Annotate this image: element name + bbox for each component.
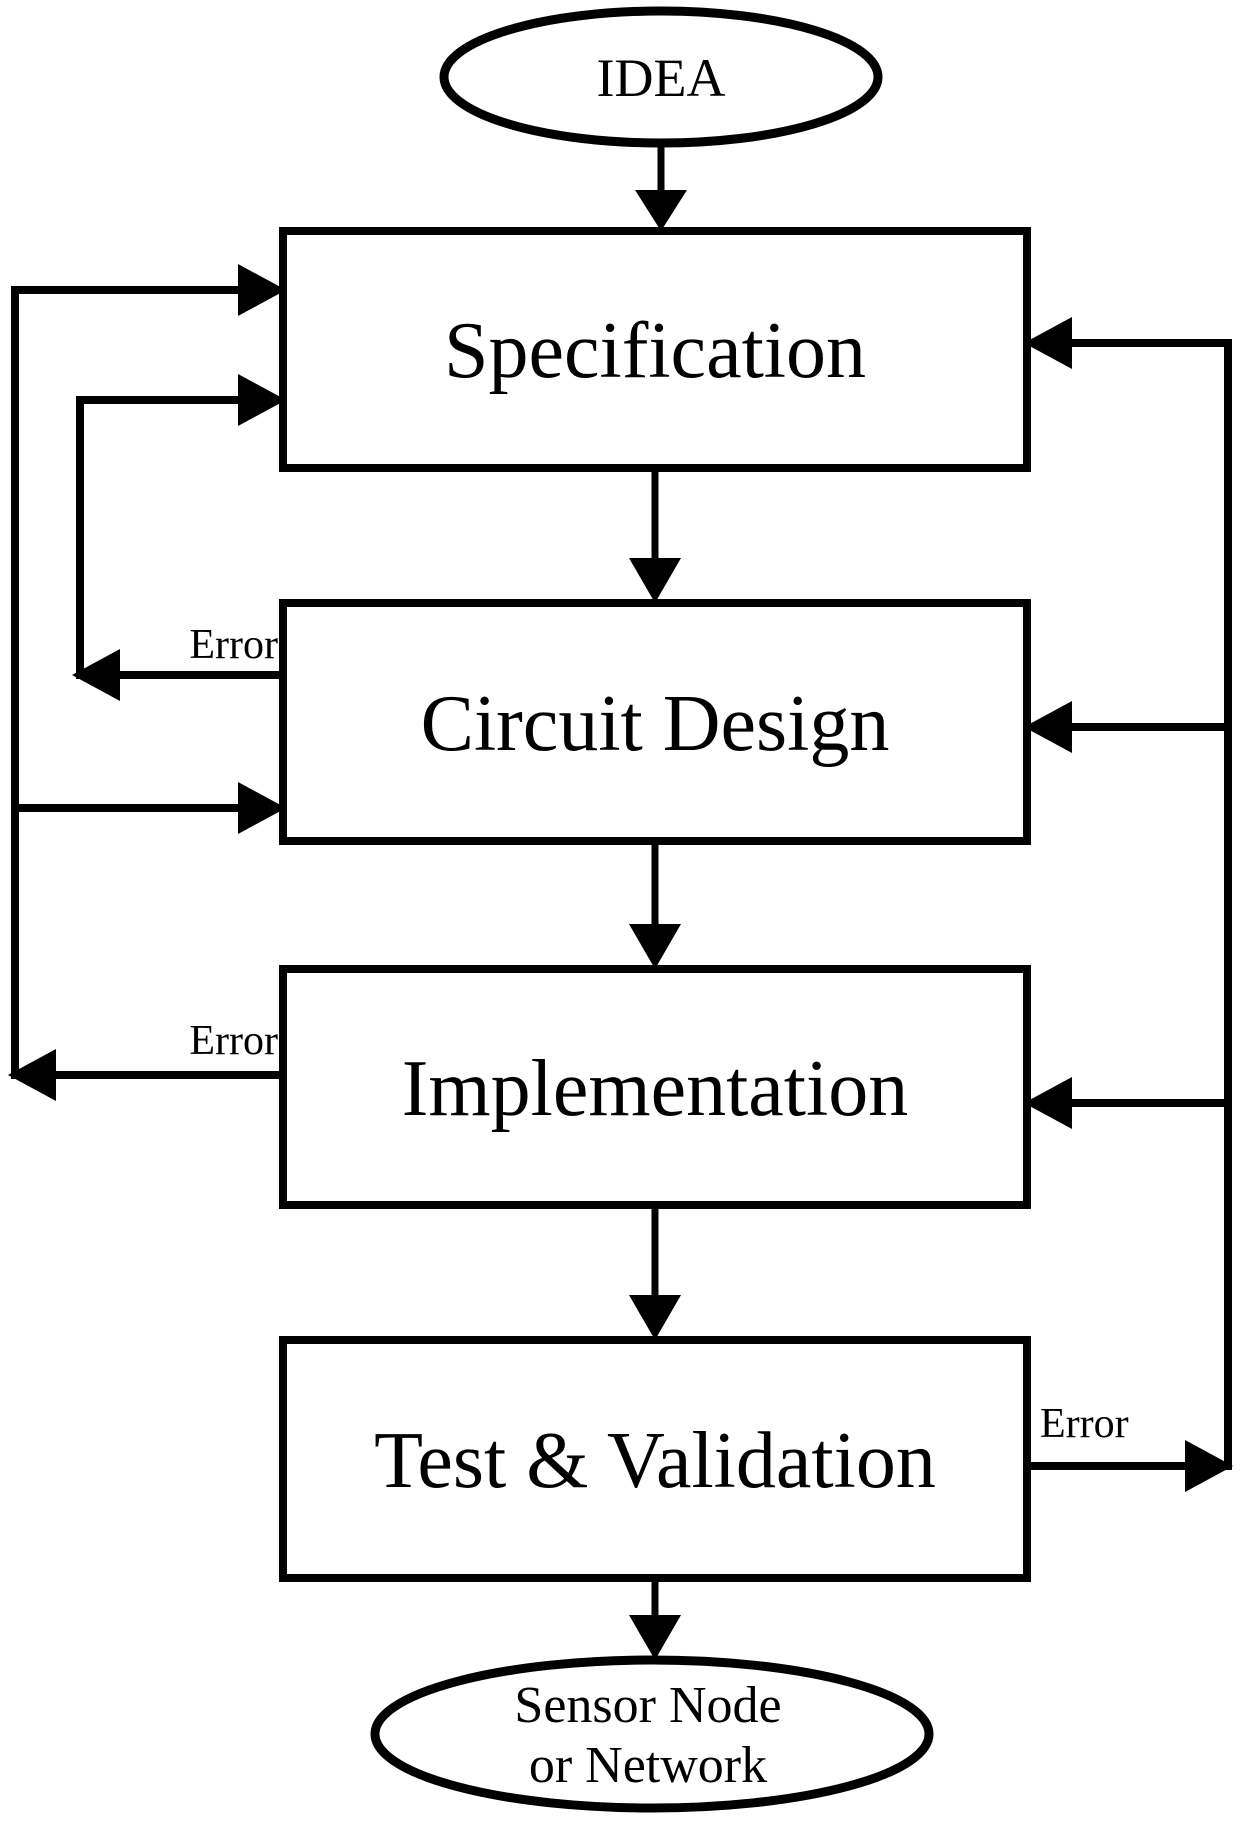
edge-circuit-design-error-rail <box>76 396 283 679</box>
circuit-design-node-label: Circuit Design <box>421 680 890 768</box>
arrowhead-test-validation-to-output <box>629 1615 681 1660</box>
specification-node-box <box>279 227 1031 472</box>
edge-implementation-error-rail <box>11 286 283 1079</box>
arrowhead-feedback-into-specification-left2 <box>238 374 286 426</box>
output-node-ellipse <box>370 1655 934 1813</box>
arrowhead-feedback-into-specification-left1 <box>238 264 286 316</box>
arrowhead-implementation-to-test-validation <box>629 1295 681 1340</box>
arrowhead-feedback-into-circuit-design-left <box>238 782 286 834</box>
circuit-design-node-box <box>279 599 1031 845</box>
arrowhead-test-validation-error-junction <box>1185 1440 1233 1492</box>
arrowhead-idea-to-specification <box>635 190 687 231</box>
specification-node-label: Specification <box>444 307 866 395</box>
edge-test-validation-error-rail <box>1050 339 1232 1470</box>
output-node-label-line2: or Network <box>529 1737 767 1794</box>
arrowhead-feedback-into-circuit-design-right <box>1024 701 1072 753</box>
arrowhead-feedback-into-specification-right <box>1024 317 1072 369</box>
output-node-label-line1: Sensor Node <box>514 1677 781 1734</box>
implementation-node-box <box>279 965 1031 1209</box>
test-validation-node-label: Test & Validation <box>374 1417 936 1505</box>
idea-node-label: IDEA <box>597 48 726 108</box>
circuit-design-error-label: Error <box>189 622 278 668</box>
arrowhead-circuit-design-to-implementation <box>629 924 681 969</box>
arrowhead-specification-to-circuit-design <box>629 558 681 603</box>
implementation-error-label: Error <box>189 1018 278 1064</box>
test-validation-node-box <box>279 1336 1031 1582</box>
arrowhead-feedback-into-implementation-right <box>1024 1077 1072 1129</box>
test-validation-error-label: Error <box>1040 1401 1129 1447</box>
arrowhead-implementation-error-junction <box>8 1049 56 1101</box>
arrowhead-circuit-design-error-junction <box>72 649 120 701</box>
implementation-node-label: Implementation <box>402 1045 909 1133</box>
